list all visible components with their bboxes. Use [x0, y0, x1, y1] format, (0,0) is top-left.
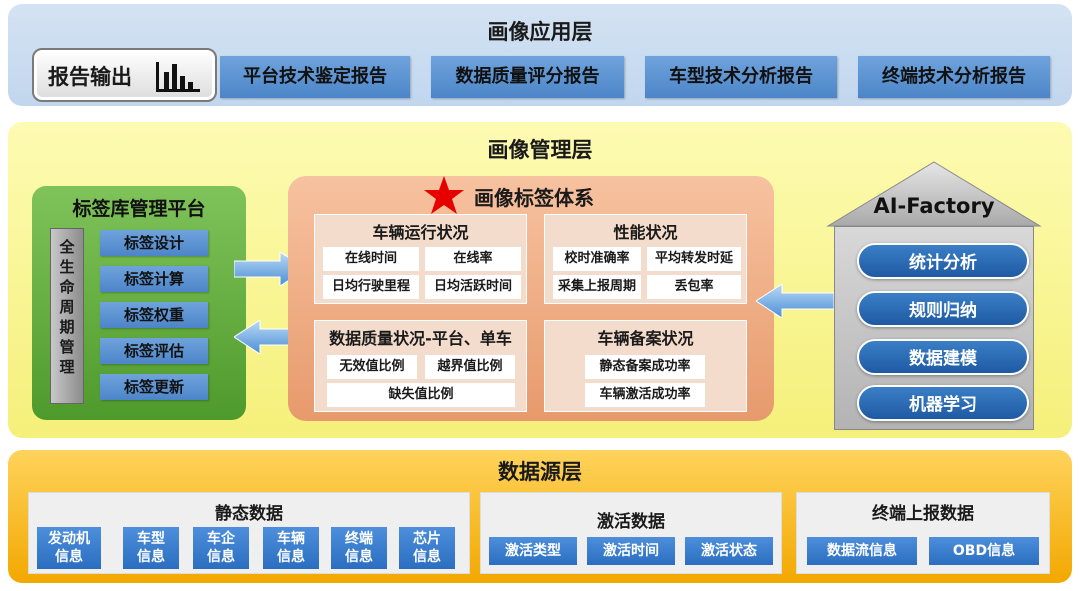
lifecycle-char: 理 — [59, 358, 75, 376]
terminal-info-item[interactable]: 终端 信息 — [331, 527, 387, 569]
activation-time-item[interactable]: 激活时间 — [587, 537, 675, 565]
bar-chart-icon — [156, 62, 200, 92]
item-line: 终端 — [345, 531, 373, 547]
activation-data-title: 激活数据 — [597, 512, 665, 532]
tag-cell: 静态备案成功率 — [585, 355, 705, 379]
label-update-item[interactable]: 标签更新 — [100, 374, 208, 400]
application-layer: 画像应用层 报告输出 平台技术鉴定报告 数据质量评分报告 车型技术分析报告 终端… — [8, 4, 1072, 106]
tag-cell: 平均转发时延 — [647, 247, 741, 271]
vehicle-running-panel: 车辆运行状况 在线时间 在线率 日均行驶里程 日均活跃时间 — [314, 214, 527, 304]
static-data-title: 静态数据 — [215, 504, 283, 524]
ai-factory-body: 统计分析 规则归纳 数据建模 机器学习 — [834, 226, 1034, 430]
vehicle-filing-title: 车辆备案状况 — [597, 329, 694, 348]
item-line: 芯片 — [413, 531, 441, 547]
terminal-report-title: 终端上报数据 — [872, 504, 974, 524]
tag-cell: 校时准确率 — [553, 247, 641, 271]
item-line: 车辆 — [277, 531, 305, 547]
report-output-button[interactable]: 报告输出 — [32, 48, 217, 102]
data-modeling-button[interactable]: 数据建模 — [857, 339, 1029, 375]
obd-info-item[interactable]: OBD信息 — [929, 537, 1039, 565]
report-data-quality[interactable]: 数据质量评分报告 — [431, 56, 624, 98]
left-arrow-icon — [756, 284, 834, 318]
vehicle-filing-panel: 车辆备案状况 静态备案成功率 车辆激活成功率 — [544, 320, 747, 412]
performance-panel: 性能状况 校时准确率 平均转发时延 采集上报周期 丢包率 — [544, 214, 747, 304]
label-platform-title: 标签库管理平台 — [72, 198, 206, 220]
lifecycle-char: 全 — [59, 238, 75, 256]
vehicle-info-item[interactable]: 车辆 信息 — [263, 527, 319, 569]
lifecycle-char: 管 — [59, 338, 75, 356]
item-line: 信息 — [55, 549, 83, 565]
report-vehicle-model[interactable]: 车型技术分析报告 — [645, 56, 837, 98]
tag-cell: 日均行驶里程 — [323, 275, 419, 299]
data-source-layer: 数据源层 静态数据 发动机 信息 车型 信息 车企 信息 车辆 信息 终端 信息… — [8, 450, 1072, 583]
ai-factory-title: AI-Factory — [873, 194, 995, 218]
model-info-item[interactable]: 车型 信息 — [123, 527, 179, 569]
tag-cell: 车辆激活成功率 — [585, 383, 705, 407]
data-stream-item[interactable]: 数据流信息 — [807, 537, 917, 565]
item-line: 信息 — [137, 549, 165, 565]
management-layer-title: 画像管理层 — [487, 138, 593, 162]
activation-status-item[interactable]: 激活状态 — [685, 537, 773, 565]
label-library-platform: 标签库管理平台 全 生 命 周 期 管 理 标签设计 标签计算 标签权重 标签评… — [32, 186, 246, 420]
chip-info-item[interactable]: 芯片 信息 — [399, 527, 455, 569]
activation-data-panel: 激活数据 激活类型 激活时间 激活状态 — [480, 492, 782, 574]
tag-cell: 缺失值比例 — [327, 383, 515, 407]
report-terminal-tech[interactable]: 终端技术分析报告 — [858, 56, 1050, 98]
performance-title: 性能状况 — [613, 223, 678, 242]
label-weight-item[interactable]: 标签权重 — [100, 302, 208, 328]
item-line: 信息 — [345, 549, 373, 565]
tag-cell: 采集上报周期 — [553, 275, 641, 299]
star-icon — [424, 176, 464, 214]
item-line: 车型 — [137, 531, 165, 547]
item-line: 车企 — [207, 531, 235, 547]
tag-cell: 丢包率 — [647, 275, 741, 299]
statistical-analysis-button[interactable]: 统计分析 — [857, 243, 1029, 279]
report-output-label: 报告输出 — [48, 65, 132, 89]
data-quality-title: 数据质量状况-平台、单车 — [329, 329, 512, 348]
tag-cell: 无效值比例 — [327, 355, 417, 379]
lifecycle-char: 期 — [59, 318, 75, 336]
label-evaluate-item[interactable]: 标签评估 — [100, 338, 208, 364]
report-platform-tech[interactable]: 平台技术鉴定报告 — [220, 56, 410, 98]
company-info-item[interactable]: 车企 信息 — [193, 527, 249, 569]
tag-cell: 越界值比例 — [425, 355, 515, 379]
item-line: 发动机 — [48, 531, 90, 547]
lifecycle-char: 周 — [59, 298, 75, 316]
tag-cell: 在线率 — [425, 247, 521, 271]
application-layer-title: 画像应用层 — [487, 20, 593, 44]
tag-cell: 在线时间 — [323, 247, 419, 271]
portrait-tag-system: 画像标签体系 车辆运行状况 在线时间 在线率 日均行驶里程 日均活跃时间 性能状… — [288, 176, 774, 421]
machine-learning-button[interactable]: 机器学习 — [857, 385, 1029, 421]
ai-factory: AI-Factory 统计分析 规则归纳 数据建模 机器学习 — [826, 160, 1042, 432]
lifecycle-char: 生 — [59, 258, 75, 276]
label-design-item[interactable]: 标签设计 — [100, 230, 208, 256]
rule-induction-button[interactable]: 规则归纳 — [857, 291, 1029, 327]
lifecycle-char: 命 — [59, 278, 75, 296]
static-data-panel: 静态数据 发动机 信息 车型 信息 车企 信息 车辆 信息 终端 信息 芯片 信… — [28, 492, 470, 574]
terminal-report-panel: 终端上报数据 数据流信息 OBD信息 — [796, 492, 1050, 574]
item-line: 信息 — [277, 549, 305, 565]
data-source-layer-title: 数据源层 — [498, 460, 582, 484]
data-quality-panel: 数据质量状况-平台、单车 无效值比例 越界值比例 缺失值比例 — [314, 320, 527, 412]
vehicle-running-title: 车辆运行状况 — [372, 223, 469, 242]
item-line: 信息 — [413, 549, 441, 565]
label-compute-item[interactable]: 标签计算 — [100, 266, 208, 292]
engine-info-item[interactable]: 发动机 信息 — [37, 527, 101, 569]
tag-cell: 日均活跃时间 — [425, 275, 521, 299]
tag-system-title: 画像标签体系 — [474, 186, 594, 210]
activation-type-item[interactable]: 激活类型 — [489, 537, 577, 565]
item-line: 信息 — [207, 549, 235, 565]
lifecycle-management-bar: 全 生 命 周 期 管 理 — [50, 228, 84, 404]
